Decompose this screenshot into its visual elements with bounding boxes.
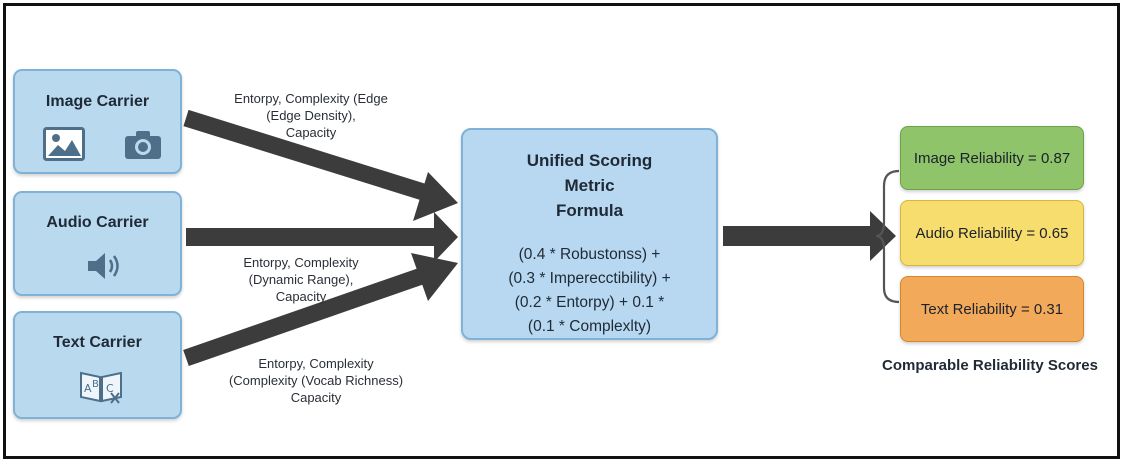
image-arrow-label: Entorpy, Complexity (Edge (Edge Density)… (216, 90, 406, 141)
image-arrow-label-line: Capacity (285, 125, 337, 140)
center-title-line: Formula (555, 201, 624, 220)
audio-reliability-score: Audio Reliability = 0.65 (900, 200, 1084, 266)
formula-line: (0.4 * Robustonss) + (518, 246, 661, 263)
scoring-formula: (0.4 * Robustonss) + (0.3 * Imperecctibi… (463, 243, 716, 339)
arrow-center-to-scores (723, 211, 896, 261)
center-title-line: Unified Scoring (526, 151, 653, 170)
book-icon: A B C (80, 371, 122, 404)
image-icon (43, 127, 85, 161)
speaker-icon (88, 253, 119, 279)
audio-arrow-label-line: Capacity (275, 289, 327, 304)
formula-line: (0.1 * Complexlty) (527, 318, 652, 335)
svg-text:B: B (92, 379, 99, 390)
text-carrier-box: Text Carrier A B C (13, 311, 182, 419)
image-reliability-score: Image Reliability = 0.87 (900, 126, 1084, 190)
center-title-line: Metric (564, 176, 615, 195)
audio-arrow-label: Entorpy, Complexity (Dynamic Range), Cap… (201, 254, 401, 305)
text-arrow-label-line: (Complexity (Vocab Richness) (228, 373, 404, 388)
image-carrier-title: Image Carrier (45, 93, 150, 110)
unified-scoring-title: Unified Scoring Metric Formula (463, 148, 716, 223)
image-arrow-label-line: (Edge Density), (266, 108, 356, 123)
comparable-scores-caption: Comparable Reliability Scores (882, 357, 1098, 374)
audio-arrow-label-line: Entorpy, Complexity (243, 255, 359, 270)
unified-scoring-box: Unified Scoring Metric Formula (0.4 * Ro… (461, 128, 718, 340)
diagram-frame: Image Carrier Audio Carrier Text Carrier… (3, 3, 1120, 459)
image-arrow-label-line: Entorpy, Complexity (Edge (234, 91, 388, 106)
audio-carrier-box: Audio Carrier (13, 191, 182, 296)
formula-line: (0.2 * Entorpy) + 0.1 * (514, 294, 665, 311)
text-arrow-label-line: Entorpy, Complexity (258, 356, 374, 371)
text-arrow-label-line: Capacity (290, 390, 342, 405)
text-arrow-label: Entorpy, Complexity (Complexity (Vocab R… (206, 355, 426, 406)
arrow-audio-to-center (186, 212, 458, 262)
arrow-image-to-center (183, 109, 458, 221)
text-carrier-title: Text Carrier (53, 334, 142, 351)
text-reliability-score: Text Reliability = 0.31 (900, 276, 1084, 342)
formula-line: (0.3 * Imperecctibility) + (508, 270, 671, 287)
audio-carrier-title: Audio Carrier (46, 214, 149, 231)
flow-arrows (183, 109, 900, 367)
arrow-text-to-center (183, 253, 458, 367)
svg-text:C: C (106, 382, 114, 395)
image-carrier-box: Image Carrier (13, 69, 182, 174)
camera-icon (125, 131, 161, 159)
audio-arrow-label-line: (Dynamic Range), (248, 272, 354, 287)
svg-text:A: A (84, 382, 92, 395)
scores-brace (875, 169, 900, 304)
